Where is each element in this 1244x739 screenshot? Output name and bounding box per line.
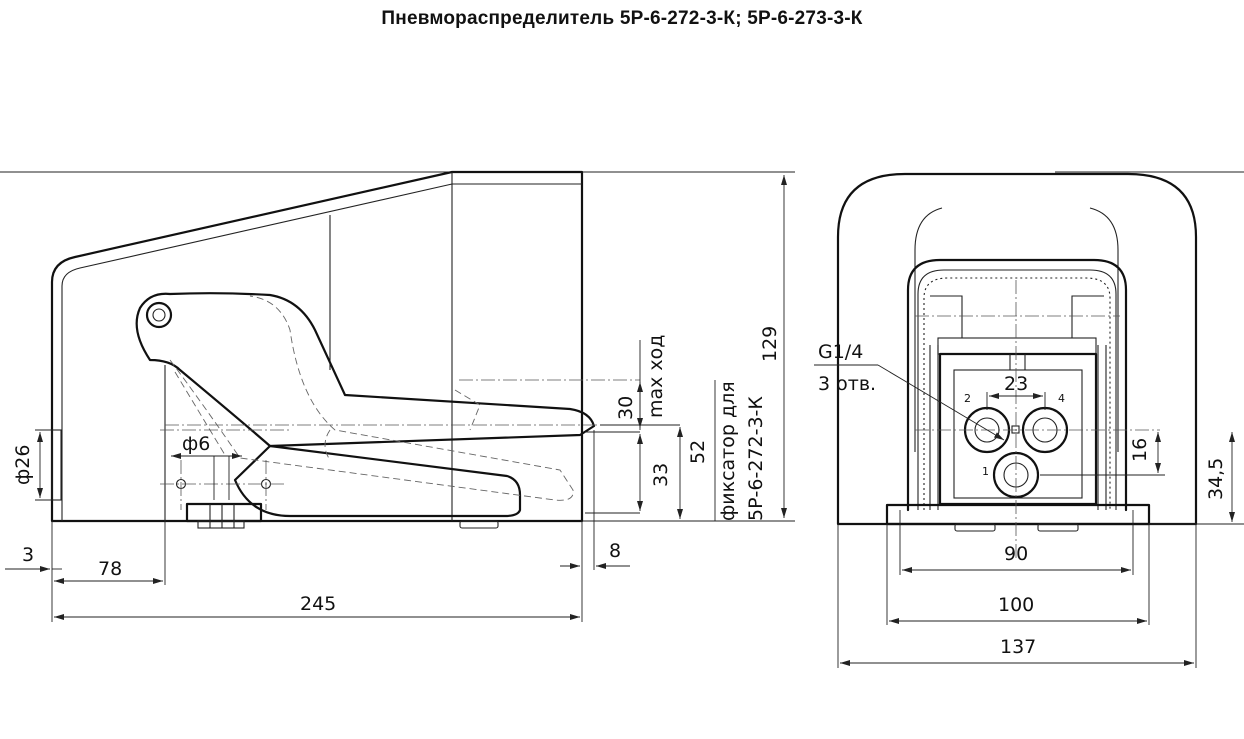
h34-label: 34,5 — [1205, 458, 1227, 500]
rubber-foot — [459, 520, 499, 529]
stroke-label: max ход — [645, 335, 667, 418]
pedal — [135, 292, 596, 448]
lower-lever — [233, 444, 522, 518]
w137-label: 137 — [1000, 636, 1036, 658]
pivot-circle — [145, 301, 173, 329]
fixator-bottom — [197, 520, 245, 529]
spacing-23-label: 23 — [1004, 373, 1028, 395]
w90-label: 90 — [1004, 543, 1028, 565]
port-2-label: 2 — [964, 392, 971, 405]
fixator-note-line1: фиксатор для — [717, 381, 739, 521]
housing-outline — [50, 170, 584, 523]
diam6-label: ф6 — [182, 433, 210, 455]
fixator-block — [185, 502, 263, 523]
h33-label: 33 — [650, 463, 672, 487]
height-129-label: 129 — [759, 326, 781, 362]
h52-label: 52 — [687, 440, 709, 464]
front-housing-outline — [836, 172, 1198, 526]
port-1-label: 1 — [982, 465, 989, 478]
holes-label: 3 отв. — [818, 373, 876, 395]
front-view: 2 4 1 G1/4 3 отв. 23 16 34,5 90 100 — [814, 171, 1244, 668]
housing-inner-line — [61, 183, 582, 521]
offset-8-label: 8 — [609, 540, 621, 562]
offset-78-label: 78 — [98, 558, 122, 580]
fixator-note-line2: 5Р-6-272-3-К — [745, 396, 767, 521]
base-flange — [885, 503, 1151, 526]
page-title: Пневмораспределитель 5Р-6-272-3-К; 5Р-6-… — [381, 8, 863, 29]
hidden-pedal-outline — [169, 295, 574, 501]
length-245-label: 245 — [300, 593, 336, 615]
diam26-label: ф26 — [12, 445, 34, 485]
thread-label: G1/4 — [818, 341, 863, 363]
h16-label: 16 — [1129, 438, 1151, 462]
pivot-pin — [152, 308, 166, 322]
side-view: ф6 ф26 129 30 max ход 33 52 фиксатор для… — [0, 170, 795, 622]
port-4-label: 4 — [1058, 392, 1065, 405]
offset-3-label: 3 — [22, 544, 34, 566]
stroke-30-label: 30 — [615, 396, 637, 420]
w100-label: 100 — [998, 594, 1034, 616]
